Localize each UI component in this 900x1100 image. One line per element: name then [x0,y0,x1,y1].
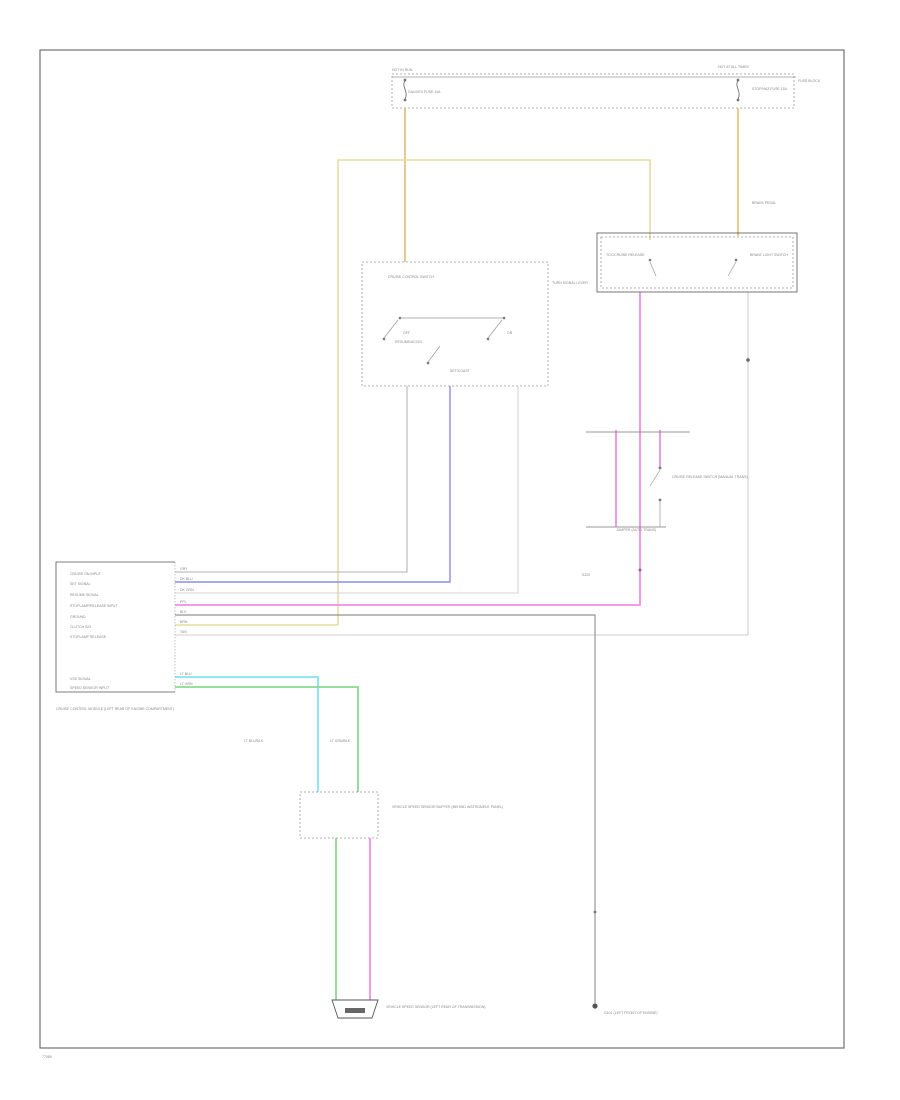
fuse-left-icon [403,78,407,102]
wire-pink-brake [175,292,641,606]
vss-core [345,1008,365,1013]
release-switch-contact [649,469,661,487]
wire-cyan-vss [175,676,319,792]
wire-gray-brake-right [175,292,749,636]
wire-blue-switch-2 [175,386,451,583]
vss-buffer-outline [299,791,379,839]
brake-switch: TCC/CRUISE RELEASE BRAKE LIGHT SWITCH BR… [596,201,798,293]
release-jumper-label: JUMPER (AUTO TRANS) [616,528,656,532]
module-pin-resume: RESUME SIGNAL [70,593,99,597]
fuse-right-icon [736,78,740,102]
module-pin-stoplamp-release: STOPLAMP RELEASE [70,635,107,639]
wire-green-vss [175,686,359,792]
wire-gray-switch-1 [175,386,408,573]
module-pin-clutch: CLUTCH SIG [70,625,91,629]
brake-switch-contacts [648,258,738,277]
switch-on-label: ON [507,331,513,335]
cruise-switch-label: CRUISE CONTROL SWITCH [388,275,434,279]
switch-set-label: SET/COAST [450,369,471,373]
fuse-left-hot-label: HOT IN RUN [392,68,413,72]
ground-junction [746,358,750,362]
switch-off-label: OFF [403,331,410,335]
cruise-control-module: CRUISE ON INPUT SET SIGNAL RESUME SIGNAL… [55,561,194,711]
fuse-right-name: STOP/HAZ FUSE 15A [752,87,788,91]
module-pin-cruise-on: CRUISE ON INPUT [70,572,102,576]
wire-gold-loop [337,159,651,625]
module-wire-dkblu: DK BLU [180,577,193,581]
module-pin-vss: VSS SIGNAL [70,677,91,681]
module-wire-blk: BLK [180,610,187,614]
module-wire-ltgrn: LT GRN [180,682,193,686]
module-pin-set: SET SIGNAL [70,582,91,586]
module-wire-tan: TAN [180,630,187,634]
module-wire-brn: BRN [180,620,188,624]
splice-dot [638,568,642,572]
vss-label: VEHICLE SPEED SENSOR (LEFT REAR OF TRANS… [386,1005,485,1009]
fuse-block-outline [391,73,795,109]
splice-label: S220 [582,573,590,577]
ground-label: G101 (LEFT FRONT OF ENGINE) [604,1011,658,1015]
diagram-frame [39,49,845,1049]
module-pin-speed: SPEED SENSOR INPUT [70,686,110,690]
vehicle-speed-sensor: VEHICLE SPEED SENSOR (LEFT REAR OF TRANS… [331,999,485,1019]
vss-wire-ltgrn: LT GRN/BLK [330,739,351,743]
turn-signal-lever-label: TURN SIGNAL LEVER [552,281,588,285]
module-pin-ground: GROUND [70,615,86,619]
brake-switch-left-label: TCC/CRUISE RELEASE [606,253,645,257]
fuse-right-hot-label: HOT AT ALL TIMES [718,65,749,69]
watermark-id: 77589 [42,1055,52,1059]
brake-switch-right-label: BRAKE LIGHT SWITCH [750,253,788,257]
vss-buffer-label: VEHICLE SPEED SENSOR BUFFER (BEHIND INST… [392,805,503,809]
module-wire-gry: GRY [180,567,188,571]
vss-wire-ltblu: LT BLU/BLK [244,739,264,743]
module-wire-ltblu: LT BLU [180,672,192,676]
module-name: CRUISE CONTROL MODULE (LEFT REAR OF ENGI… [56,707,174,711]
cruise-control-switch: CRUISE CONTROL SWITCH TURN SIGNAL LEVER … [361,261,588,387]
switch-resume-label: RESUME/ACCEL [395,340,423,344]
vehicle-speed-sensor-buffer: VEHICLE SPEED SENSOR BUFFER (BEHIND INST… [244,739,503,839]
cruise-release-switch: CRUISE RELEASE SWITCH (MANUAL TRANS) JUM… [582,358,750,577]
ground-dot [592,1003,598,1009]
ground-g101: G101 (LEFT FRONT OF ENGINE) [592,910,658,1015]
brake-pedal-label: BRAKE PEDAL [752,201,776,205]
module-outline [55,561,175,693]
vss-body [331,999,379,1019]
wire-black-ground [175,614,596,1003]
fuse-left-name: GAUGES FUSE 10A [408,90,441,94]
module-pin-stoplamp: STOPLAMP/RELEASE INPUT [70,604,118,608]
module-wire-dkgrn: DK GRN [180,588,194,592]
wire-gray-switch-3 [175,386,519,594]
fuse-block-name: FUSE BLOCK [798,79,821,83]
fuse-block: HOT IN RUN HOT AT ALL TIMES GAUGES FUSE … [391,65,821,109]
module-wire-ppl: PPL [180,600,187,604]
cruise-switch-outline [361,261,549,387]
switch-contacts [382,316,506,365]
brake-switch-outline [596,232,798,293]
brake-switch-inner [600,236,794,289]
release-switch-label: CRUISE RELEASE SWITCH (MANUAL TRANS) [672,475,748,479]
